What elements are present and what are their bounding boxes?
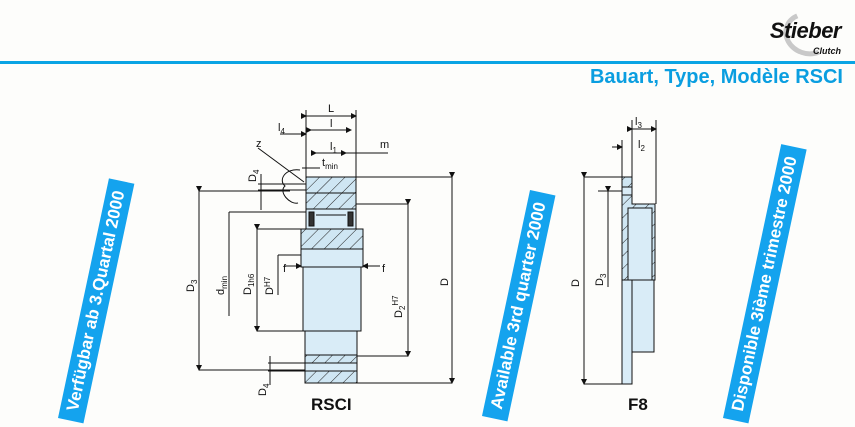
f8-labels: l3 l2 D D3 F8: [570, 116, 648, 414]
label-l3: l3: [635, 116, 642, 130]
label-m: m: [380, 139, 389, 151]
label-dmin: dmin: [215, 276, 229, 295]
label-F8-D3: D3: [594, 273, 608, 286]
rsci-outer-ring-mid: [305, 192, 357, 210]
label-f-left: f: [283, 263, 287, 275]
label-D: D: [439, 278, 451, 286]
label-z: z: [256, 138, 262, 150]
page-title: Bauart, Type, Modèle RSCI: [589, 66, 843, 88]
label-D3: D3: [185, 279, 199, 292]
label-D4-bottom: D4: [257, 383, 271, 396]
stieber-logo: Stieber Clutch: [753, 4, 843, 64]
label-D1h6: D1h6: [242, 273, 256, 295]
rsci-caption: RSCI: [311, 395, 352, 414]
label-F8-D: D: [570, 279, 582, 287]
logo-wordmark: Stieber: [769, 18, 842, 43]
rsci-bore: [300, 248, 364, 268]
label-DH7: DH7: [263, 276, 276, 295]
rsci-seal-left: [308, 211, 315, 227]
label-D4-top: D4: [247, 169, 261, 182]
label-f-right: f: [382, 263, 386, 275]
label-l: l: [330, 118, 332, 130]
f8-caption: F8: [628, 395, 648, 414]
label-l2: l2: [638, 139, 645, 153]
label-l4: l4: [278, 122, 285, 136]
label-l1: l1: [330, 141, 337, 155]
header-rule: [0, 61, 855, 64]
rsci-inner-ring: [300, 228, 364, 250]
label-D2H7: D2H7: [391, 295, 407, 318]
rsci-seal-right: [347, 211, 354, 227]
rsci-drawing: [196, 110, 455, 385]
rsci-labels: L l l4 l1 m z tmin D4 D3 dmin D1h6 DH7 f…: [185, 103, 451, 414]
f8-drawing: [581, 120, 657, 385]
label-L: L: [328, 103, 334, 115]
rsci-outer-ring-top: [305, 176, 357, 194]
label-tmin: tmin: [322, 157, 338, 171]
f8-body: [627, 207, 653, 281]
logo-subtitle: Clutch: [813, 46, 841, 56]
